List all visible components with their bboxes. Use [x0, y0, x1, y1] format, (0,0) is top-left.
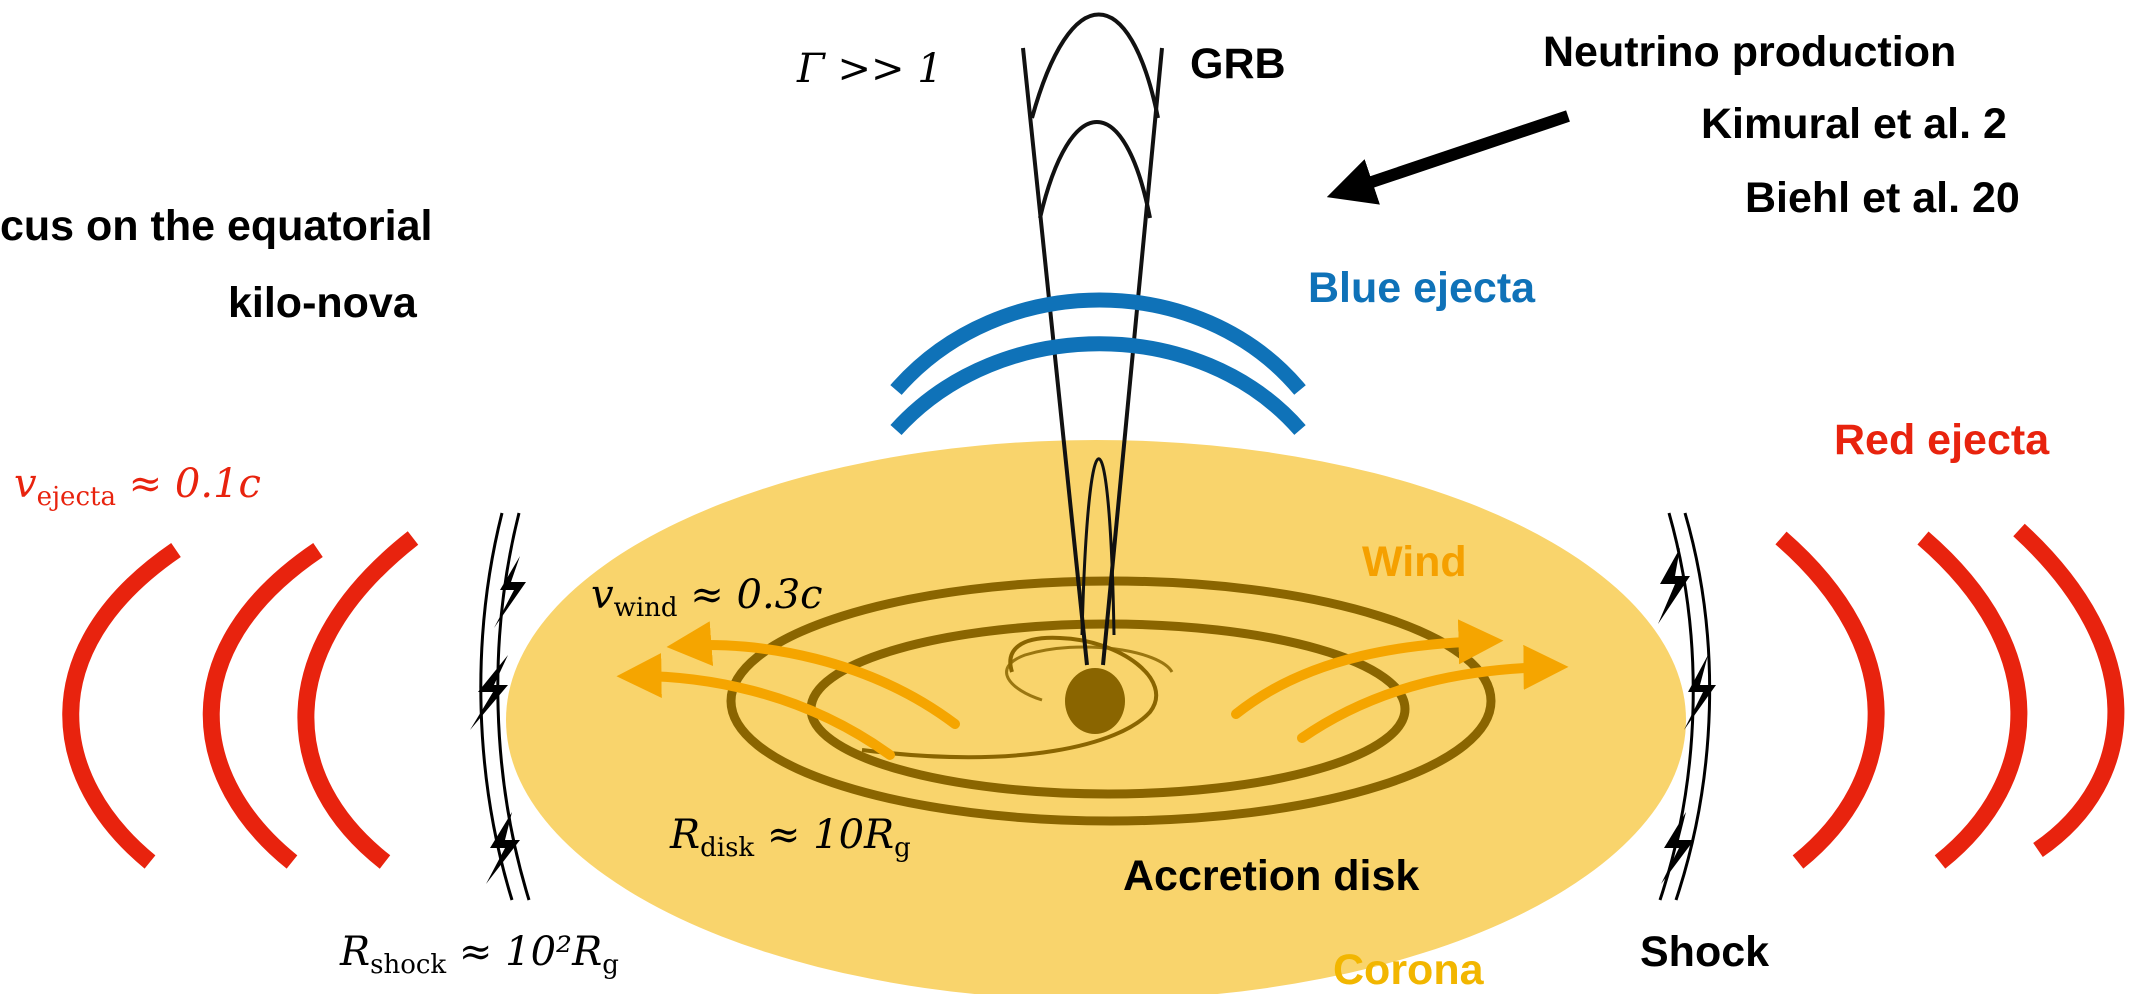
shock-label: Shock	[1640, 928, 1769, 976]
wind-label: Wind	[1362, 538, 1467, 586]
neutrino-arrow	[1326, 110, 1570, 205]
gamma-label: Γ >> 1	[796, 46, 943, 92]
grb-label: GRB	[1190, 40, 1286, 88]
disk-spiral	[861, 635, 1159, 760]
wind-arrows	[616, 619, 1569, 760]
black-hole	[1065, 668, 1125, 734]
disk-spiral-inner	[1005, 645, 1174, 702]
shock-front-right	[1658, 512, 1716, 901]
shock-front-left	[470, 512, 531, 901]
r-shock-label: Rshock ≈ 10²Rg	[339, 929, 619, 980]
focus-label-line1: cus on the equatorial	[0, 202, 432, 250]
blue-ejecta-label: Blue ejecta	[1308, 264, 1536, 312]
red-ejecta-arcs	[62, 523, 2125, 869]
neutrino-label-line2: Kimural et al. 2	[1701, 100, 2007, 148]
v-wind-label: vwind ≈ 0.3c	[591, 572, 823, 623]
grb-jet	[1021, 12, 1164, 666]
r-disk-label: Rdisk ≈ 10Rg	[669, 812, 911, 863]
accretion-disk-label: Accretion disk	[1123, 852, 1419, 900]
neutrino-label-line1: Neutrino production	[1543, 28, 1956, 76]
focus-label-line2: kilo-nova	[228, 279, 418, 327]
red-ejecta-label: Red ejecta	[1834, 416, 2050, 464]
neutrino-label-line3: Biehl et al. 20	[1745, 174, 2020, 222]
blue-ejecta-arcs	[890, 292, 1306, 436]
corona-label: Corona	[1333, 946, 1485, 994]
v-ejecta-label: vejecta ≈ 0.1c	[14, 461, 261, 512]
